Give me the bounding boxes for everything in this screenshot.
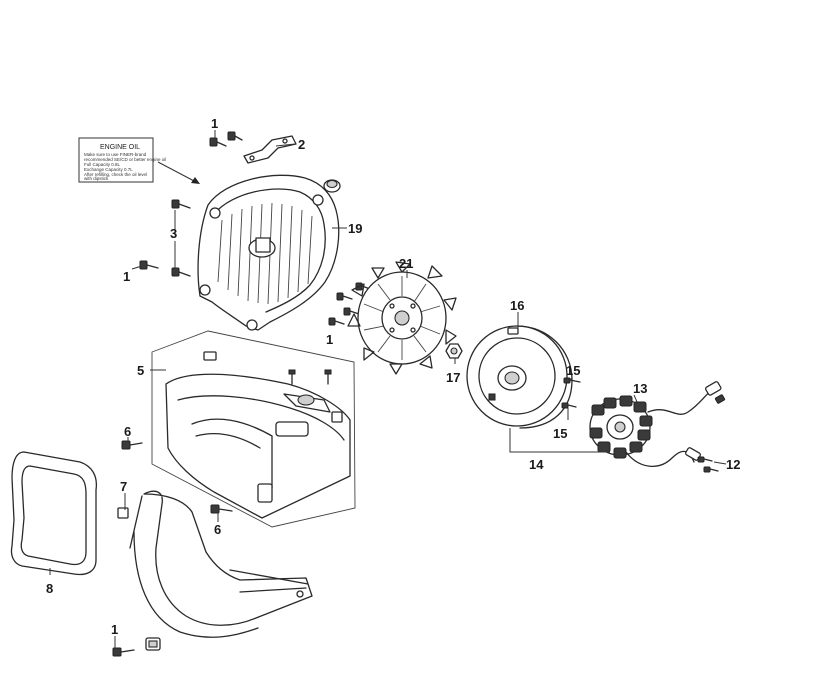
callout-3: 3 (170, 226, 177, 241)
callout-1-left: 1 (123, 269, 130, 284)
callout-6-bottom: 6 (214, 522, 221, 537)
oil-label-line-3: Full Capacity 0.8L (84, 162, 121, 167)
clip-part-bottom (145, 637, 161, 651)
leader-lines (49, 130, 727, 648)
cooling-fan-part-21 (347, 261, 457, 375)
callout-17: 17 (446, 370, 460, 385)
stator-part-13 (589, 381, 726, 467)
bolt-part-6-top (121, 440, 143, 450)
bolt-part-3-b (171, 267, 191, 277)
callout-7: 7 (120, 479, 127, 494)
nut-part-17 (445, 343, 463, 359)
bolt-part-1-bottom (112, 647, 135, 657)
screw-part-15-bottom (561, 402, 577, 409)
shroud-group-part-5 (151, 330, 356, 528)
lower-shroud-part-7 (117, 490, 313, 638)
callout-15-bottom: 15 (553, 426, 567, 441)
bolt-part-1-top-a (209, 137, 227, 147)
callout-8: 8 (46, 581, 53, 596)
callout-14: 14 (529, 457, 544, 472)
callout-6-top: 6 (124, 424, 131, 439)
oil-label-line-5: After refilling, check the oil level (84, 172, 147, 177)
bolt-part-6-bottom (210, 504, 233, 514)
label-placement-arrow (157, 161, 200, 184)
callout-15-top: 15 (566, 363, 580, 378)
callout-1-bottom: 1 (111, 622, 118, 637)
bolt-part-1-left (139, 260, 159, 270)
callout-19: 19 (348, 221, 362, 236)
screw-part-15-top (563, 377, 581, 384)
callout-13: 13 (633, 381, 647, 396)
callout-5: 5 (137, 363, 144, 378)
callout-12: 12 (726, 457, 740, 472)
oil-label-line-6: with dipstick (84, 176, 109, 181)
bolt-part-1-top-b (227, 131, 243, 141)
screw-part-12 (697, 456, 719, 473)
oil-label-heading: ENGINE OIL (100, 144, 140, 151)
oil-label-line-4: Exchange Capacity 0.7L (84, 167, 133, 172)
callout-1-mid: 1 (326, 332, 333, 347)
oil-label-line-1: Make sure to use FINER-brand (84, 152, 147, 157)
oil-label-line-2: recommended SE/CD or better engine oil (84, 157, 166, 162)
callout-21: 21 (399, 256, 413, 271)
engine-oil-label: ENGINE OIL Make sure to use FINER-brand … (78, 137, 166, 183)
bracket-part-2 (243, 135, 297, 164)
callout-1-top: 1 (211, 116, 218, 131)
flywheel-part-16 (466, 325, 573, 429)
bolt-part-3-a (171, 199, 191, 209)
callout-16: 16 (510, 298, 524, 313)
gasket-part-8 (10, 451, 98, 576)
callout-2: 2 (298, 137, 305, 152)
fan-cover-part-19 (197, 174, 341, 331)
